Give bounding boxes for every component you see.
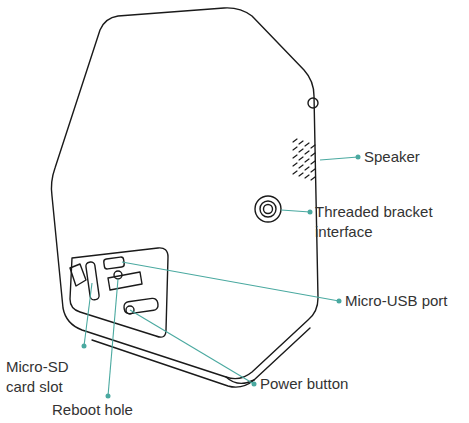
speaker-grille bbox=[293, 139, 315, 180]
device-outline bbox=[51, 8, 318, 379]
speaker-slot bbox=[293, 139, 297, 142]
speaker-slot bbox=[299, 149, 303, 152]
speaker-slot bbox=[293, 171, 297, 174]
speaker-slot bbox=[305, 143, 309, 146]
leader-dot bbox=[337, 299, 342, 304]
speaker-slot bbox=[299, 141, 303, 144]
speaker-slot bbox=[311, 169, 315, 172]
speaker-slot bbox=[299, 173, 303, 176]
callout-label: Threaded bracket interface bbox=[315, 202, 443, 242]
leader-line bbox=[320, 157, 358, 160]
speaker-slot bbox=[299, 157, 303, 160]
speaker-slot bbox=[311, 161, 315, 164]
leader-dot bbox=[356, 155, 361, 160]
leader-dot bbox=[106, 394, 111, 399]
speaker-slot bbox=[305, 175, 309, 178]
speaker-slot bbox=[293, 163, 297, 166]
speaker-slot bbox=[305, 159, 309, 162]
callout-label: Micro-USB port bbox=[345, 291, 448, 311]
side-hole bbox=[308, 98, 318, 108]
usb-port bbox=[103, 257, 124, 270]
speaker-slot bbox=[293, 147, 297, 150]
reboot-recess bbox=[108, 272, 142, 290]
device-edge bbox=[226, 377, 254, 383]
leader-line bbox=[130, 310, 254, 384]
speaker-slot bbox=[311, 153, 315, 156]
power-button bbox=[123, 298, 158, 315]
sd-slot bbox=[85, 261, 99, 300]
bracket-outer bbox=[255, 196, 281, 222]
bracket-inner bbox=[260, 201, 276, 217]
bracket-core bbox=[264, 205, 273, 214]
speaker-slot bbox=[311, 177, 315, 180]
callout-label: Speaker bbox=[364, 147, 420, 167]
speaker-slot bbox=[311, 145, 315, 148]
speaker-slot bbox=[305, 151, 309, 154]
leader-dot bbox=[82, 344, 87, 349]
leader-line bbox=[281, 210, 310, 212]
callout-label: Reboot hole bbox=[52, 400, 133, 420]
speaker-slot bbox=[293, 155, 297, 158]
callout-label: Power button bbox=[260, 374, 348, 394]
leader-dot bbox=[308, 210, 313, 215]
leader-line bbox=[122, 262, 339, 301]
callout-label: Micro-SD card slot bbox=[6, 357, 84, 397]
leader-dot bbox=[252, 382, 257, 387]
panel-tab bbox=[70, 264, 86, 286]
leader-line bbox=[108, 279, 118, 396]
speaker-slot bbox=[305, 167, 309, 170]
speaker-slot bbox=[299, 165, 303, 168]
leader-line bbox=[84, 283, 92, 346]
